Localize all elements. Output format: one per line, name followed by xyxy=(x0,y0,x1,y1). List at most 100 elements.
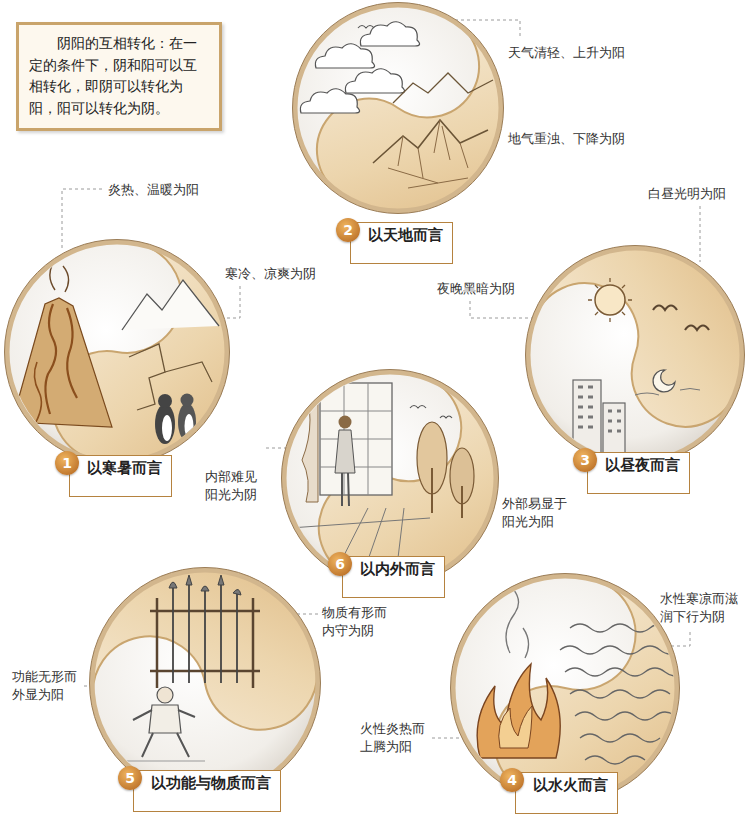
yin-yang-water-fire-part xyxy=(451,574,680,803)
yin-yang-function-matter-part-part xyxy=(157,687,173,703)
yin-yang-heaven-earth-part xyxy=(295,5,501,211)
caption-text: 以水火而言 xyxy=(533,776,608,796)
yin-yang-inside-outside-part xyxy=(304,360,526,614)
yin-yang-inside-outside-part xyxy=(284,372,496,584)
yin-yang-day-night-part-part xyxy=(578,387,621,431)
yin-yang-inside-outside-part-part xyxy=(339,416,352,429)
yin-yang-cold-heat-part xyxy=(5,240,230,465)
caption-text: 以功能与物质而言 xyxy=(151,774,271,794)
yin-yang-heaven-earth-part xyxy=(293,3,504,214)
callout-number: 6 xyxy=(328,552,352,576)
yin-yang-function-matter-part xyxy=(125,575,260,761)
yin-yang-heaven-earth-part-part xyxy=(345,69,404,93)
annotation-label: 水性寒凉而滋 润下行为阴 xyxy=(660,590,742,625)
yin-yang-cold-heat-part-part xyxy=(67,308,77,398)
yin-yang-cold-heat-part-part xyxy=(162,415,172,441)
callout-number: 3 xyxy=(573,448,597,472)
yin-yang-function-matter-part xyxy=(90,568,321,799)
yin-yang-heaven-earth-part-part xyxy=(373,120,488,163)
yin-yang-day-night xyxy=(516,218,749,465)
annotation-label: 外部易显于 阳光为阳 xyxy=(502,495,571,530)
yin-yang-heaven-earth-part-part xyxy=(358,26,374,29)
yin-yang-inside-outside xyxy=(282,360,526,614)
yin-yang-function-matter-part-part xyxy=(125,761,205,762)
yin-yang-cold-heat-part-part xyxy=(181,394,194,407)
annotation-label: 炎热、温暖为阳 xyxy=(108,181,199,199)
callout-number: 4 xyxy=(500,768,524,792)
yin-yang-function-matter-part-part xyxy=(133,710,195,757)
annotation-label: 物质有形而 内守为阴 xyxy=(322,604,391,639)
yin-yang-day-night-part-part xyxy=(653,370,675,392)
yin-yang-water-fire-part-part-part xyxy=(580,734,660,742)
yin-yang-inside-outside-part-part xyxy=(302,380,318,502)
yin-yang-water-fire-part-part xyxy=(477,664,560,758)
yin-yang-cold-heat-part-part xyxy=(155,404,175,444)
yin-yang-cold-heat-part-part xyxy=(45,304,56,414)
yin-yang-day-night-part xyxy=(528,248,742,462)
yin-yang-inside-outside-part xyxy=(282,370,499,587)
yin-yang-heaven-earth xyxy=(293,0,542,251)
yin-yang-day-night-part xyxy=(573,278,709,463)
yin-yang-inside-outside-part-part xyxy=(461,486,463,518)
annotation-label: 寒冷、凉爽为阴 xyxy=(225,265,316,283)
annotation-label: 天气清轻、上升为阳 xyxy=(508,44,625,62)
annotation-label: 地气重浊、下降为阴 xyxy=(508,130,625,148)
caption-box: 以昼夜而言 xyxy=(587,452,690,494)
yin-yang-inside-outside-part-part xyxy=(410,406,452,419)
yin-yang-function-matter-part-part xyxy=(169,575,241,595)
yin-yang-function-matter-part xyxy=(92,570,318,796)
yin-yang-cold-heat-part-part xyxy=(34,362,41,422)
yin-yang-day-night-part xyxy=(516,218,749,442)
yin-yang-heaven-earth-part xyxy=(300,22,493,188)
yin-yang-cold-heat xyxy=(5,230,245,479)
note-box: 阴阳的互相转化：在一定的条件下，阴和阳可以互相转化，即阴可以转化为阳，阳可以转化… xyxy=(16,22,222,131)
yin-yang-inside-outside-part-part xyxy=(320,383,392,495)
yin-yang-water-fire-part-part-part xyxy=(565,668,685,676)
yin-yang-cold-heat-part-part xyxy=(165,362,212,382)
yin-yang-day-night-part-part xyxy=(588,278,632,322)
caption-box: 以功能与物质而言 xyxy=(133,770,281,812)
caption-box: 以水火而言 xyxy=(515,772,618,814)
note-text: 阴阳的互相转化：在一定的条件下，阴和阳可以互相转化，即阴可以转化为阳，阳可以转化… xyxy=(29,33,209,120)
annotation-label: 白昼光明为阳 xyxy=(648,185,726,203)
yin-yang-function-matter-part xyxy=(74,552,326,758)
yin-yang-cold-heat-part-part xyxy=(158,394,172,408)
annotation-label: 夜晚黑暗为阴 xyxy=(437,280,515,298)
annotation-label: 火性炎热而 上腾为阳 xyxy=(360,720,429,755)
callout-number: 5 xyxy=(118,766,142,790)
yin-yang-water-fire-part-part-part xyxy=(560,646,680,654)
yin-yang-inside-outside-part-part xyxy=(342,473,349,506)
yin-yang-day-night-part xyxy=(526,246,745,465)
yin-yang-heaven-earth-part-part xyxy=(393,73,493,103)
leader-lines-part xyxy=(700,206,701,262)
yin-yang-cold-heat-part xyxy=(12,230,219,444)
yin-yang-cold-heat-part-part xyxy=(12,298,112,427)
caption-text: 以寒暑而言 xyxy=(87,459,162,479)
caption-text: 以昼夜而言 xyxy=(605,456,680,476)
caption-text: 以内外而言 xyxy=(360,560,435,580)
yin-yang-day-night-part-part xyxy=(653,306,677,311)
yin-yang-water-fire-part-part xyxy=(499,706,532,748)
caption-box: 以天地而言 xyxy=(350,222,453,264)
yin-yang-water-fire-part xyxy=(453,576,677,800)
yin-yang-function-matter xyxy=(74,552,326,798)
yin-yang-heaven-earth-part-part xyxy=(388,120,468,188)
yin-yang-heaven-earth-part-part xyxy=(315,44,374,68)
leader-lines-part xyxy=(62,189,102,248)
yin-yang-day-night-part-part xyxy=(595,285,625,315)
yin-yang-function-matter-part-part xyxy=(149,705,181,733)
caption-box: 以内外而言 xyxy=(342,556,445,598)
annotation-label: 内部难见 阳光为阴 xyxy=(205,468,261,503)
yin-yang-water-fire-part-part-part xyxy=(570,690,670,698)
caption-box: 以寒暑而言 xyxy=(69,455,172,497)
yin-yang-water-fire-part-part-part xyxy=(585,756,645,764)
callout-number: 2 xyxy=(336,218,360,242)
yin-yang-inside-outside-part-part xyxy=(320,383,392,495)
yin-yang-water-fire-part-part-part xyxy=(575,712,675,720)
yin-yang-water-fire-part-part xyxy=(506,589,529,658)
yin-yang-day-night-part-part xyxy=(635,389,700,396)
yin-yang-inside-outside-part-part xyxy=(335,430,355,473)
annotation-label: 功能无形而 外显为阳 xyxy=(12,668,81,703)
caption-text: 以天地而言 xyxy=(368,226,443,246)
